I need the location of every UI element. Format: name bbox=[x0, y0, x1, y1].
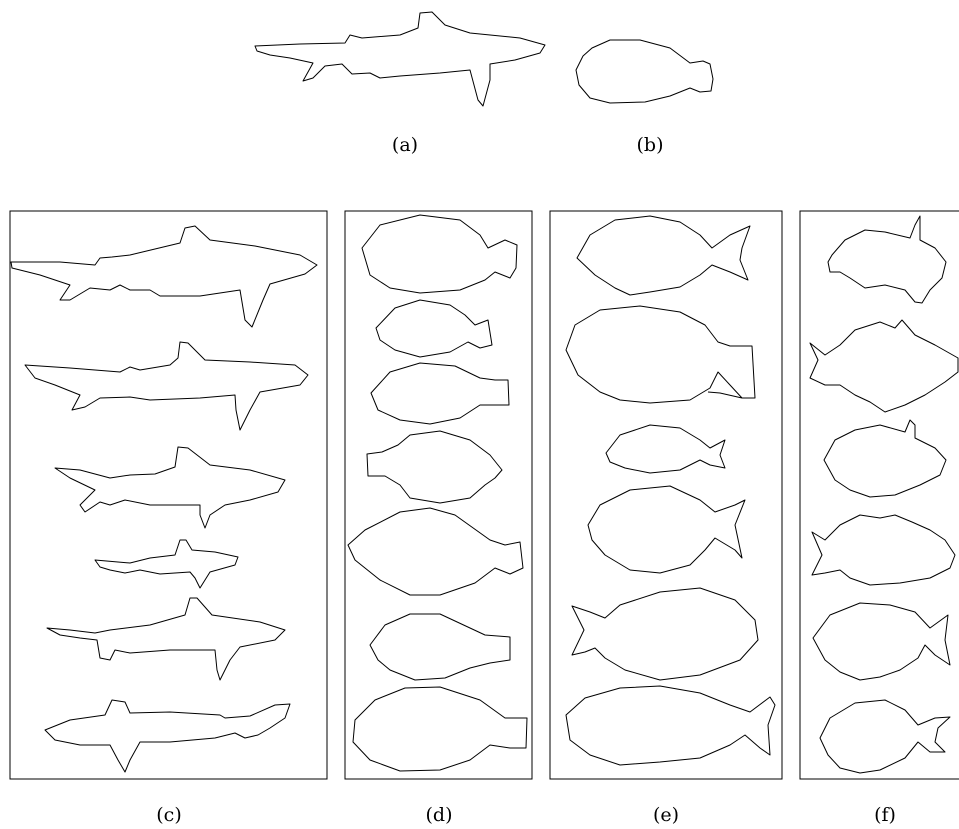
fish-contour bbox=[605, 424, 726, 474]
shark-contour bbox=[46, 597, 286, 681]
flatfish-contour bbox=[369, 613, 511, 681]
flatfish-contour bbox=[347, 507, 524, 596]
fish-contour bbox=[811, 514, 956, 586]
panel-d-frame bbox=[344, 210, 533, 780]
fish-contour bbox=[565, 305, 756, 404]
flatfish-contour bbox=[370, 362, 510, 425]
shark-contour bbox=[10, 225, 318, 328]
flatfish-contour bbox=[361, 214, 518, 294]
panel-f-frame bbox=[799, 210, 959, 780]
fish-contour bbox=[827, 215, 947, 304]
fish-contour bbox=[812, 602, 951, 681]
shark-contour bbox=[44, 699, 291, 773]
fish-contour bbox=[571, 587, 759, 681]
caption-d: (d) bbox=[425, 804, 453, 826]
caption-b: (b) bbox=[636, 134, 664, 156]
flatfish-contour bbox=[375, 299, 493, 358]
fish-contour bbox=[587, 485, 746, 574]
shark-contour bbox=[94, 539, 239, 589]
fish-contour bbox=[576, 215, 751, 296]
fish-contour bbox=[823, 419, 947, 498]
panel-f-reef-fish bbox=[809, 215, 959, 774]
fish-contour bbox=[809, 319, 959, 413]
shark-contour bbox=[54, 446, 286, 529]
query-shark-contour-a bbox=[254, 11, 546, 107]
panel-c-sharks bbox=[10, 225, 318, 773]
caption-c: (c) bbox=[156, 804, 182, 826]
panel-c-frame bbox=[9, 210, 328, 780]
flatfish-contour bbox=[352, 686, 528, 772]
caption-a: (a) bbox=[391, 134, 419, 156]
caption-f: (f) bbox=[874, 804, 896, 826]
fish-contour bbox=[819, 699, 951, 774]
panel-d-flatfish bbox=[347, 214, 528, 772]
caption-e: (e) bbox=[652, 804, 680, 826]
panel-e-frame bbox=[549, 210, 783, 780]
fish-contour bbox=[565, 685, 776, 766]
query-flatfish-contour-b bbox=[575, 39, 714, 104]
panel-e-bony-fish bbox=[565, 215, 776, 766]
flatfish-contour bbox=[366, 430, 503, 504]
shark-contour bbox=[24, 341, 309, 431]
